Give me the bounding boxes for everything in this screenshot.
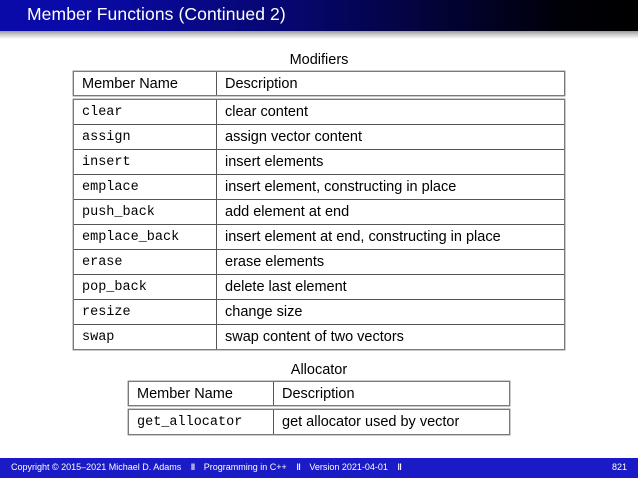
table-row: emplace insert element, constructing in …: [74, 174, 564, 199]
modifiers-table-block: Modifiers Member Name Description clear: [73, 52, 565, 350]
description-cell: add element at end: [216, 199, 564, 224]
page-title: Member Functions (Continued 2): [27, 4, 286, 24]
description-cell: get allocator used by vector: [273, 410, 509, 434]
description-cell: assign vector content: [216, 124, 564, 149]
table-row: clear clear content: [74, 100, 564, 124]
description-cell: insert element at end, constructing in p…: [216, 224, 564, 249]
modifiers-table-header-frame: Member Name Description: [73, 71, 565, 96]
footer-bar: Copyright © 2015–2021 Michael D. Adams ‖…: [0, 458, 638, 478]
title-bar-shadow: [0, 31, 638, 39]
modifiers-table-body-frame: clear clear content assign assign vector…: [73, 99, 565, 350]
table-row: emplace_back insert element at end, cons…: [74, 224, 564, 249]
member-name-cell: clear: [82, 104, 123, 120]
member-name-cell: assign: [74, 124, 216, 149]
footer-separator-icon: ‖: [397, 462, 402, 472]
column-header-member-name: Member Name: [82, 75, 178, 92]
table-row: resize change size: [74, 299, 564, 324]
slide-title-bar: Member Functions (Continued 2): [0, 0, 638, 31]
table-row: push_back add element at end: [74, 199, 564, 224]
member-name-cell: get_allocator: [137, 414, 243, 430]
description-cell: erase elements: [216, 249, 564, 274]
footer-copyright: Copyright © 2015–2021 Michael D. Adams: [11, 462, 182, 472]
member-name-cell: pop_back: [74, 274, 216, 299]
table-header-row: Member Name Description: [74, 72, 564, 95]
column-header-member-name: Member Name: [137, 385, 233, 402]
member-name-cell: swap: [74, 324, 216, 349]
description-cell: insert element, constructing in place: [216, 174, 564, 199]
description-cell: change size: [216, 299, 564, 324]
slide-content: Modifiers Member Name Description clear: [0, 39, 638, 458]
page-number: 821: [611, 462, 627, 472]
description-cell: insert elements: [216, 149, 564, 174]
table-row: assign assign vector content: [74, 124, 564, 149]
footer-info: Copyright © 2015–2021 Michael D. Adams ‖…: [11, 462, 408, 472]
footer-version: Version 2021-04-01: [309, 462, 388, 472]
member-name-cell: erase: [74, 249, 216, 274]
member-name-cell: resize: [74, 299, 216, 324]
table-row: swap swap content of two vectors: [74, 324, 564, 349]
allocator-table-block: Allocator Member Name Description get_al…: [128, 362, 510, 435]
table-row: erase erase elements: [74, 249, 564, 274]
description-cell: clear content: [216, 100, 564, 124]
table-row: get_allocator get allocator used by vect…: [129, 410, 509, 434]
allocator-table-header-frame: Member Name Description: [128, 381, 510, 406]
description-cell: delete last element: [216, 274, 564, 299]
allocator-table-body-frame: get_allocator get allocator used by vect…: [128, 409, 510, 435]
footer-separator-icon: ‖: [296, 462, 301, 472]
member-name-cell: insert: [74, 149, 216, 174]
table-header-row: Member Name Description: [129, 382, 509, 405]
modifiers-table-caption: Modifiers: [289, 52, 349, 68]
member-name-cell: emplace: [74, 174, 216, 199]
member-name-cell: push_back: [74, 199, 216, 224]
footer-divider: [0, 456, 638, 458]
allocator-table-caption: Allocator: [290, 362, 348, 378]
column-header-description: Description: [216, 72, 564, 95]
member-name-cell: emplace_back: [74, 224, 216, 249]
table-row: insert insert elements: [74, 149, 564, 174]
footer-separator-icon: ‖: [190, 462, 196, 472]
description-cell: swap content of two vectors: [216, 324, 564, 349]
table-row: pop_back delete last element: [74, 274, 564, 299]
footer-course: Programming in C++: [203, 462, 287, 472]
column-header-description: Description: [273, 382, 509, 405]
